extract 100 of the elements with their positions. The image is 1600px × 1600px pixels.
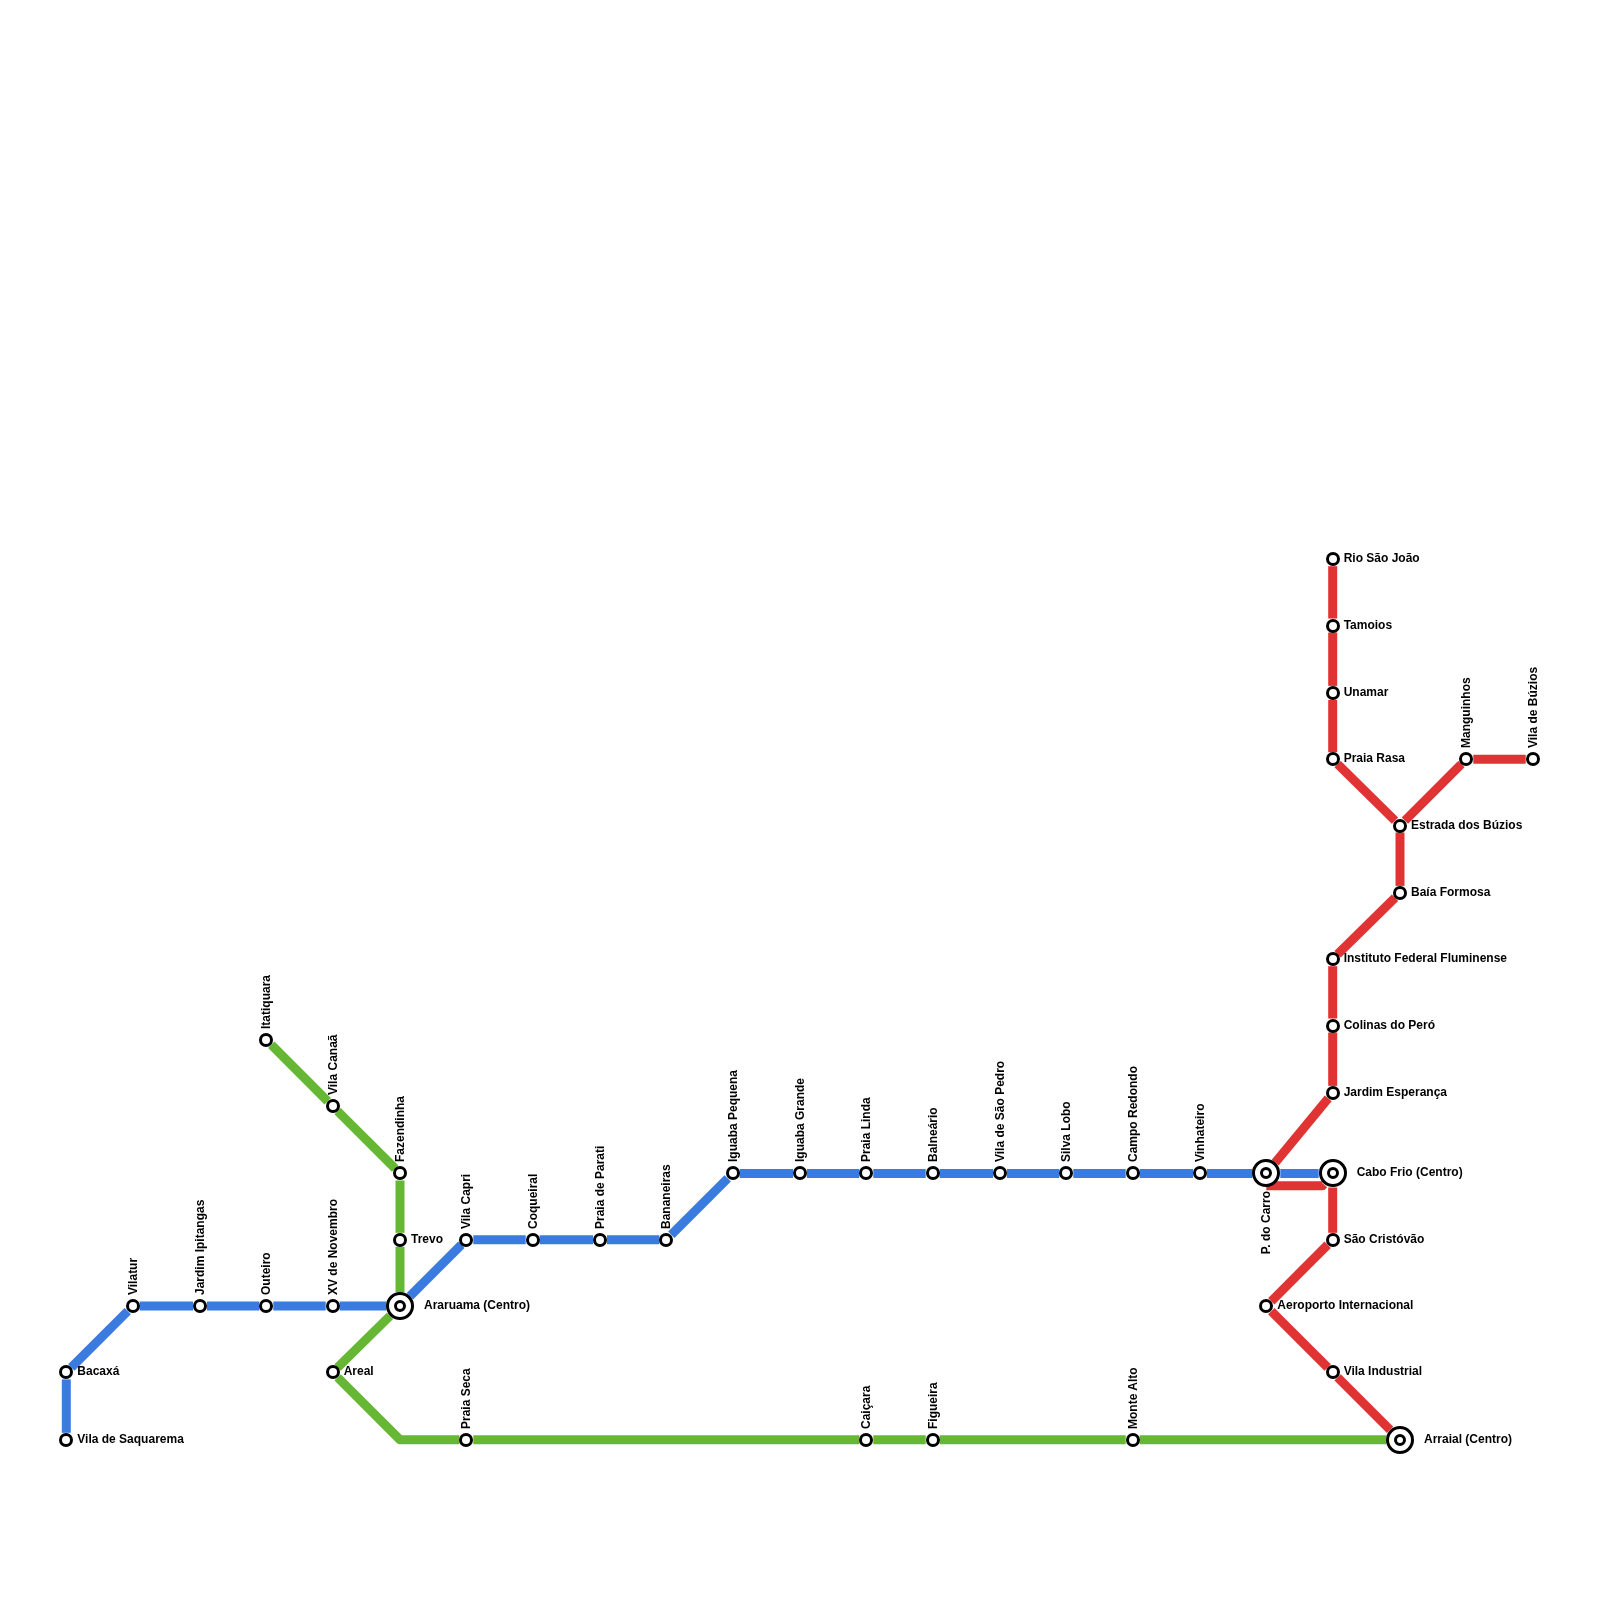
station-label: Coqueiral [525,1173,540,1229]
station-label: Colinas do Peró [1343,1017,1435,1032]
station-marker [1259,1299,1274,1314]
station-marker [859,1432,874,1447]
station-label: Vinhateiro [1193,1104,1207,1163]
interchange-marker [386,1292,414,1321]
station-label: XV de Novembro [325,1199,340,1296]
station-marker [1325,1018,1340,1033]
station-marker [1325,1365,1340,1380]
station-marker [1325,685,1340,700]
rail-line [1401,760,1465,824]
station-label: Bananeiras [659,1164,674,1229]
rail-line [939,1435,1126,1445]
station-marker [725,1166,740,1181]
station-marker [1059,1166,1074,1181]
station-label: Praia Rasa [1343,751,1406,766]
station-marker [459,1232,474,1247]
station-marker [193,1299,207,1314]
station-marker [259,1299,274,1314]
rail-line [807,1169,860,1178]
rail-line [68,1307,131,1371]
rail-line [1328,1187,1338,1233]
station-marker [459,1432,474,1447]
rail-line [406,1241,465,1300]
station-label: Praia Linda [859,1097,874,1163]
rail-line [1139,1169,1193,1178]
station-label: P. do Carro [1259,1191,1274,1255]
rail-line [1328,699,1338,753]
station-label: Vila Industrial [1343,1364,1423,1379]
station-marker [1325,1085,1340,1100]
station-marker [259,1032,274,1047]
rail-line [1334,760,1399,824]
rail-line [1271,1095,1332,1166]
station-marker [59,1432,74,1447]
rail-line [61,1379,71,1433]
rail-line [1007,1169,1060,1178]
interchange-marker [1318,1159,1347,1188]
station-label: Areal [343,1364,374,1379]
station-marker [393,1232,407,1247]
rail-line [1268,1241,1331,1305]
rail-line [339,1301,386,1311]
rail-line [268,1041,331,1105]
station-label: Balneário [925,1107,940,1163]
station-label: Silva Lobo [1059,1101,1074,1163]
station-marker [993,1166,1007,1181]
station-label: Vila de São Pedro [993,1061,1007,1163]
station-label: Vila Canaã [325,1034,340,1096]
station-label: Caiçara [859,1385,874,1429]
rail-line [1268,1307,1331,1371]
rail-line [873,1169,926,1178]
station-label: Vila de Búzios [1525,667,1540,749]
station-marker [925,1432,940,1447]
rail-line [1073,1169,1126,1178]
rail-line [334,1312,394,1371]
rail-line [207,1301,260,1311]
rail-line [1334,894,1399,958]
station-marker [393,1166,407,1181]
station-label: Monte Alto [1125,1367,1140,1429]
station-marker [1459,752,1474,767]
station-label: Iguaba Pequena [725,1070,740,1163]
station-marker [925,1166,940,1181]
station-label: Vila Capri [459,1173,474,1229]
interchange-marker [1386,1425,1414,1454]
rail-line [1328,966,1338,1019]
station-label: Baía Formosa [1411,884,1491,899]
station-label: Arraial (Centro) [1424,1431,1512,1446]
station-label: Itatiquara [259,974,274,1029]
rail-line [395,1246,405,1293]
station-marker [125,1299,140,1314]
station-label: Vila de Saquarema [77,1431,184,1446]
station-label: São Cristóvão [1343,1231,1425,1246]
rail-line [1328,566,1338,619]
station-label: Rio São João [1343,551,1420,566]
rail-line [1328,1032,1338,1086]
rail-line [473,1235,526,1245]
rail-line [668,1175,731,1238]
station-label: Praia Seca [459,1368,474,1429]
rail-line [1395,832,1405,886]
station-label: Aeroporto Internacional [1277,1298,1414,1313]
station-marker [59,1365,74,1380]
station-marker [859,1166,874,1181]
station-marker [325,1299,340,1314]
station-marker [593,1232,607,1247]
station-label: Estrada dos Búzios [1411,817,1523,832]
station-marker [525,1232,540,1247]
rail-line [1280,1169,1319,1178]
rail-line [1139,1435,1386,1445]
station-label: Figueira [925,1382,940,1429]
station-label: Cabo Frio (Centro) [1356,1165,1463,1180]
station-label: Campo Redondo [1125,1066,1140,1163]
station-label: Praia de Parati [593,1145,607,1229]
station-label: Vilatur [125,1258,140,1296]
interchange-marker [1252,1159,1281,1188]
rail-line [739,1169,793,1178]
station-label: Jardim Esperança [1343,1084,1448,1099]
station-label: Iguaba Grande [793,1078,807,1163]
station-marker [1193,1166,1207,1181]
station-marker [1525,752,1540,767]
station-marker [325,1365,340,1380]
rail-line [1207,1169,1253,1178]
